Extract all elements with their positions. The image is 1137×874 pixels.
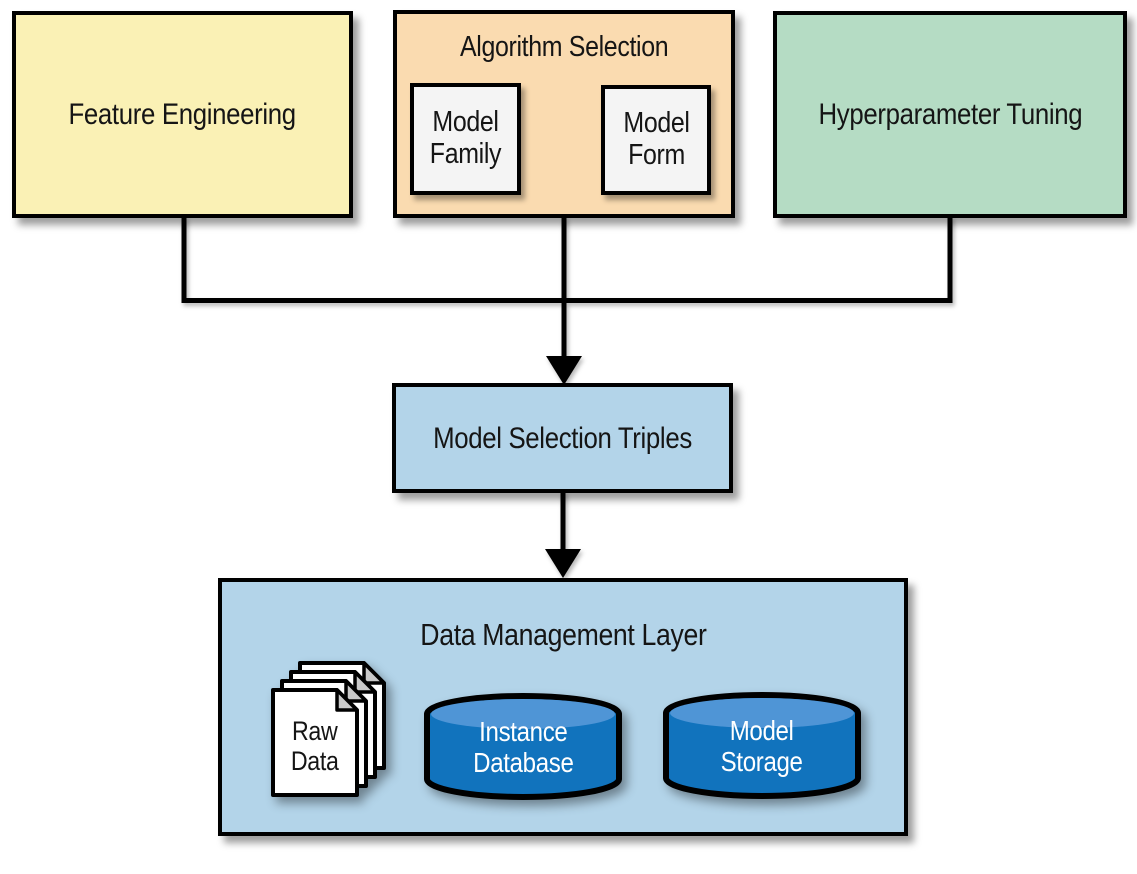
arrowhead-to-model-selection-triples (546, 356, 582, 385)
feature-engineering-label: Feature Engineering (68, 98, 297, 131)
instance-database-cylinder-icon (424, 693, 622, 800)
feature-engineering-box: Feature Engineering (12, 11, 353, 218)
model-storage-label: Model Storage (721, 715, 803, 777)
hyperparameter-tuning-box: Hyperparameter Tuning (773, 11, 1127, 218)
arrowhead-to-data-management-layer (545, 549, 581, 578)
model-family-label: Model Family (429, 106, 502, 170)
cylinder-top (670, 698, 854, 728)
model-family-box: Model Family (410, 83, 521, 195)
hyperparameter-tuning-label: Hyperparameter Tuning (818, 98, 1082, 131)
cylinder-top (431, 699, 615, 729)
model-form-label: Model Form (622, 107, 690, 171)
instance-database-label: Instance Database (472, 716, 574, 778)
raw-data-label: Raw Data (291, 716, 339, 776)
model-selection-triples-box: Model Selection Triples (392, 383, 733, 493)
model-storage-cylinder-icon (663, 692, 861, 799)
page-front (271, 688, 359, 797)
model-form-box: Model Form (601, 85, 711, 195)
raw-data-pages-icon (271, 661, 386, 797)
algorithm-selection-title: Algorithm Selection (459, 31, 669, 63)
model-selection-triples-label: Model Selection Triples (433, 421, 692, 455)
data-management-layer-title: Data Management Layer (419, 617, 707, 652)
